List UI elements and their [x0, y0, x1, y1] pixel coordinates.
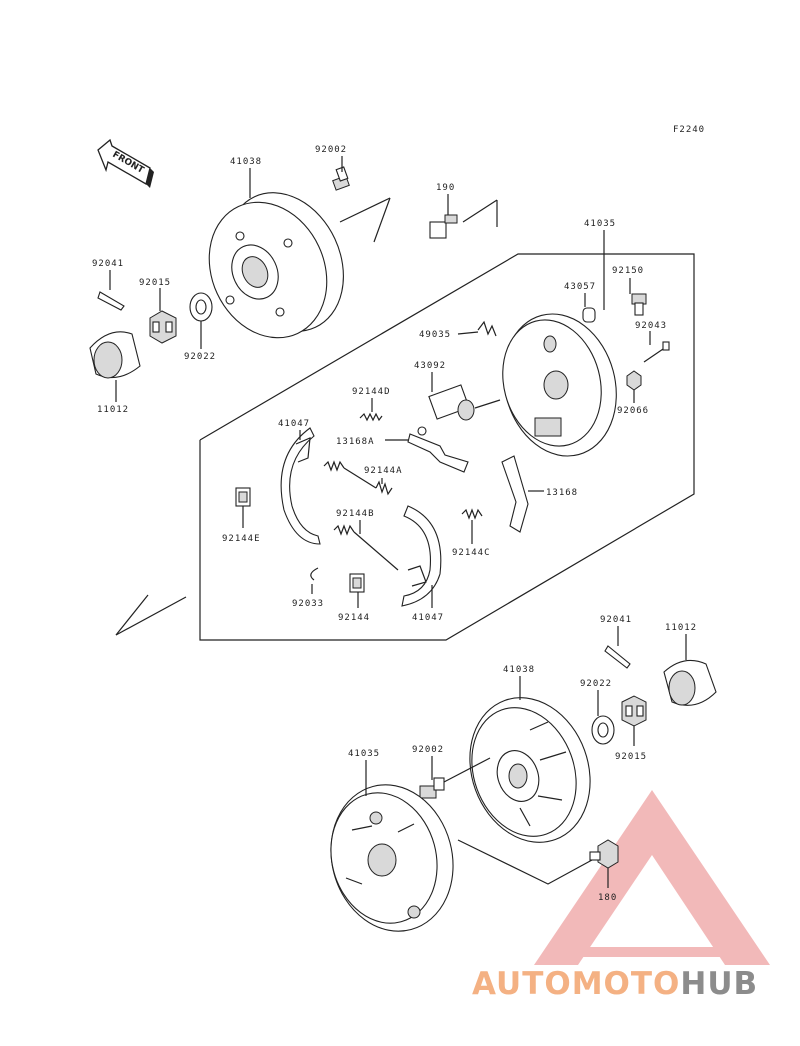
label-92043: 92043: [635, 321, 667, 331]
hub-cap-bottom: [663, 659, 717, 706]
watermark-text-part1: AUTOMOTO: [472, 966, 680, 1002]
wheel-cylinder-43092: [428, 384, 501, 421]
label-11012-bottom: 11012: [665, 623, 697, 633]
cotter-pin-top: [97, 291, 125, 311]
label-92002-top: 92002: [315, 145, 347, 155]
axis-line-left2: [115, 594, 149, 636]
spring-49035: [477, 320, 497, 337]
adjuster-13168: [501, 455, 529, 533]
castle-nut-top: [149, 310, 177, 344]
label-92002-bottom: 92002: [412, 745, 444, 755]
brake-shoe-left: [280, 427, 321, 545]
watermark-logo: [534, 790, 770, 965]
clip-92033: [310, 567, 319, 581]
brake-drum-top: [208, 192, 344, 339]
hub-cap-top: [89, 331, 141, 379]
label-92144a: 92144A: [364, 466, 403, 476]
label-92041-top: 92041: [92, 259, 124, 269]
leader-49035: [457, 331, 479, 335]
castle-nut-bottom: [621, 695, 647, 727]
bolt-92150: [631, 293, 647, 316]
label-180: 180: [598, 893, 617, 903]
axis-line-180: [457, 839, 593, 885]
label-92144b: 92144B: [336, 509, 375, 519]
backing-plate-top: [502, 313, 617, 457]
label-92022-top: 92022: [184, 352, 216, 362]
backing-plate-bottom: [330, 784, 454, 932]
label-92150: 92150: [612, 266, 644, 276]
label-11012-top: 11012: [97, 405, 129, 415]
label-190: 190: [436, 183, 455, 193]
label-92144: 92144: [338, 613, 370, 623]
label-41035-top: 41035: [584, 219, 616, 229]
box-outline-bottom: [199, 323, 695, 641]
label-92144d: 92144D: [352, 387, 391, 397]
nut-92066: [626, 370, 642, 391]
label-41047-right: 41047: [412, 613, 444, 623]
pin-92043: [643, 341, 670, 363]
label-92041-bottom: 92041: [600, 615, 632, 625]
lever-13168a: [407, 426, 469, 473]
watermark-text: AUTOMOTOHUB: [472, 966, 758, 1002]
washer-bottom: [591, 715, 615, 745]
spring-92144b: [333, 524, 399, 571]
bolt-190: [429, 214, 458, 239]
label-41035-bottom: 41035: [348, 749, 380, 759]
bolt-92002-top: [332, 166, 350, 191]
label-13168a: 13168A: [336, 437, 375, 447]
box-outline-top: [199, 253, 695, 441]
label-41038-bottom: 41038: [503, 665, 535, 675]
bolt-180: [589, 839, 619, 869]
label-41047-left: 41047: [278, 419, 310, 429]
label-13168: 13168: [546, 488, 578, 498]
axis-line-top2: [373, 197, 391, 243]
label-92144c: 92144C: [452, 548, 491, 558]
spring-92144c: [461, 508, 483, 520]
label-92015-top: 92015: [139, 278, 171, 288]
watermark-text-part2: HUB: [680, 966, 758, 1002]
washer-top: [189, 292, 213, 322]
plug-43057: [582, 307, 596, 323]
spring-92144d: [359, 412, 383, 422]
label-92015-bottom: 92015: [615, 752, 647, 762]
label-41038-top: 41038: [230, 157, 262, 167]
label-43057: 43057: [564, 282, 596, 292]
label-92033: 92033: [292, 599, 324, 609]
label-92144e: 92144E: [222, 534, 261, 544]
bolt-92002-bottom: [419, 757, 491, 799]
figure-code: F2240: [673, 125, 705, 135]
axis-line-190: [462, 199, 498, 223]
front-arrow-icon: FRONT: [97, 138, 154, 188]
spring-92144a: [323, 460, 393, 496]
brake-drum-bottom: [469, 697, 591, 843]
label-49035: 49035: [419, 330, 451, 340]
label-92066: 92066: [617, 406, 649, 416]
label-92022-bottom: 92022: [580, 679, 612, 689]
cotter-pin-bottom: [604, 645, 631, 669]
label-43092: 43092: [414, 361, 446, 371]
brake-shoe-right: [401, 505, 442, 607]
retainer-92144: [349, 573, 365, 593]
retainer-92144e: [235, 487, 251, 507]
axis-line-top: [339, 197, 391, 223]
axis-line-left: [115, 596, 187, 636]
